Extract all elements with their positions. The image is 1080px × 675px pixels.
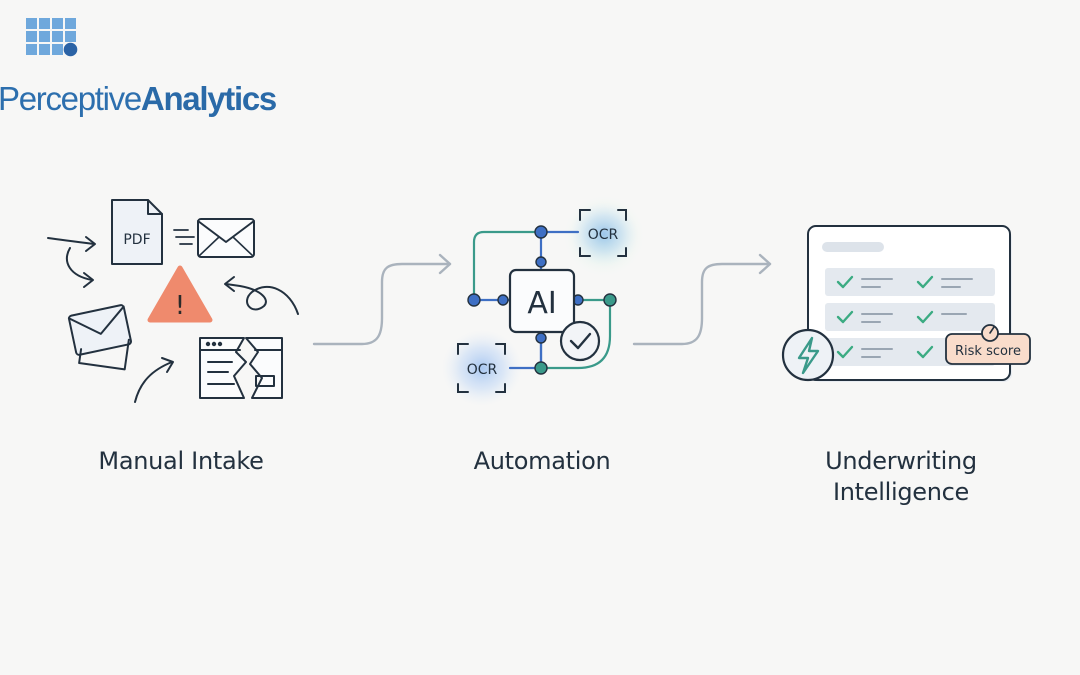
broken-form-icon (199, 337, 283, 399)
logo-wordmark: PerceptiveAnalytics (0, 80, 277, 117)
ocr-scan-icon-bottom: OCR (457, 343, 506, 393)
incoming-arrow-icon (65, 247, 94, 288)
stage-label-manual-intake: Manual Intake (98, 447, 264, 475)
incoming-arrow-icon (47, 236, 96, 252)
logo-grid-mark (26, 18, 78, 57)
underwriting-intelligence-illustration: Risk score (781, 225, 1031, 382)
perceptive-analytics-logo: PerceptiveAnalytics (0, 14, 277, 115)
stage-label-line-2: Intelligence (832, 478, 970, 506)
lightning-bolt-icon (781, 328, 835, 382)
warning-glyph: ! (175, 291, 185, 321)
flow-connector-1 (312, 253, 452, 346)
ai-chip-label: AI (527, 286, 556, 321)
ai-chip-icon: AI (508, 268, 576, 334)
email-envelope-icon (197, 218, 255, 258)
tilted-email-back-icon (78, 338, 130, 371)
flow-connector-2 (632, 253, 772, 346)
checklist-rows (836, 275, 973, 359)
tilted-email-icon (67, 304, 132, 356)
logo-word-bold: Analytics (140, 80, 277, 117)
logo-word-light: Perceptive (0, 80, 142, 117)
pdf-document-icon: PDF (111, 199, 163, 265)
stage-label-underwriting-intelligence: Underwriting Intelligence (775, 446, 1027, 508)
manual-intake-illustration: PDF ! (47, 199, 299, 403)
risk-score-badge: Risk score (945, 324, 1031, 365)
ocr-top-label: OCR (588, 227, 619, 243)
check-circle-icon (559, 320, 601, 362)
automation-illustration: AI OCR OCR (442, 196, 644, 406)
circuit-node-icon (467, 225, 617, 375)
pdf-label: PDF (123, 232, 150, 248)
incoming-arrow-icon (134, 357, 174, 403)
stage-label-line-1: Underwriting (825, 447, 977, 475)
loop-arrow-icon (224, 276, 299, 315)
stage-label-automation: Automation (473, 447, 611, 475)
ocr-bottom-label: OCR (467, 362, 498, 378)
risk-score-label: Risk score (955, 344, 1021, 359)
warning-triangle-icon: ! (147, 265, 213, 323)
ocr-scan-icon-top: OCR (579, 209, 627, 257)
